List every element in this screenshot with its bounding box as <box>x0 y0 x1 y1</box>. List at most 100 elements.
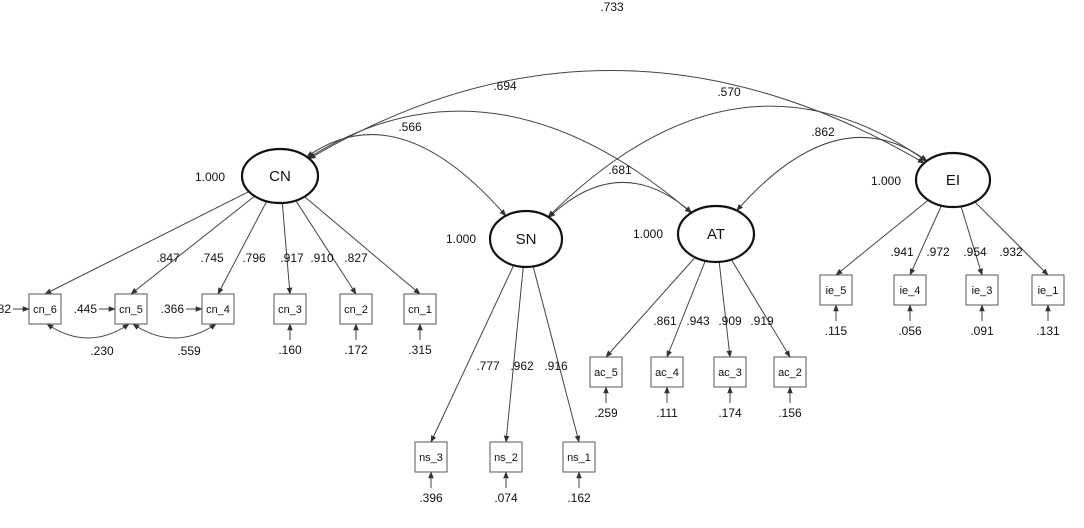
latent-label-at: AT <box>707 226 725 243</box>
loading-label-ns-3: .777 <box>476 359 500 373</box>
indicator-box-ac-2 <box>773 356 807 388</box>
indicator-label-ie-1: ie_1 <box>1038 285 1059 297</box>
loading-label-ac-2: .919 <box>750 314 774 328</box>
latent-variance-ei: 1.000 <box>871 174 901 188</box>
indicator-box-cn-4 <box>201 293 235 325</box>
error-covariance-label-cn-6-cn-5: .230 <box>90 344 114 358</box>
latent-variance-cn: 1.000 <box>195 170 225 184</box>
indicator-box-ns-3 <box>414 441 448 473</box>
loading-arrow-ie-5 <box>835 199 929 276</box>
error-variance-cn-5: .445 <box>74 302 98 316</box>
loading-label-ns-1: .916 <box>544 359 568 373</box>
covariance-arc-cn-sn <box>306 134 507 217</box>
loading-arrow-cn-6 <box>44 191 250 295</box>
indicator-label-ns-1: ns_1 <box>567 452 591 464</box>
indicator-label-ac-5: ac_5 <box>594 367 618 379</box>
loading-label-ie-5: .941 <box>890 245 914 259</box>
loading-arrow-cn-4 <box>217 201 268 295</box>
covariance-label-at-ei: .862 <box>811 125 835 139</box>
loading-label-ac-3: .909 <box>718 314 742 328</box>
error-covariance-arc-cn-5-cn-4 <box>132 323 217 339</box>
loading-label-ns-2: .962 <box>510 359 534 373</box>
indicator-label-cn-1: cn_1 <box>408 304 432 316</box>
indicator-box-ns-1 <box>562 441 596 473</box>
loading-label-cn-2: .910 <box>310 251 334 265</box>
indicator-box-cn-6 <box>28 293 62 325</box>
indicator-label-cn-6: cn_6 <box>33 304 57 316</box>
loading-arrow-cn-3 <box>281 202 293 295</box>
loading-arrow-ac-2 <box>730 259 791 358</box>
error-variance-ie-4: .056 <box>898 324 922 338</box>
latent-label-ei: EI <box>946 172 960 189</box>
indicator-label-ac-4: ac_4 <box>655 367 679 379</box>
indicator-box-ac-4 <box>650 356 684 388</box>
error-variance-ns-1: .162 <box>567 491 591 505</box>
indicator-label-cn-5: cn_5 <box>119 304 143 316</box>
error-variance-ac-2: .156 <box>778 406 802 420</box>
error-variance-ie-3: .091 <box>970 324 994 338</box>
indicator-box-ns-2 <box>489 441 523 473</box>
indicator-label-cn-4: cn_4 <box>206 304 230 316</box>
loading-arrow-cn-2 <box>295 200 357 295</box>
loading-arrow-ns-1 <box>532 266 581 443</box>
loading-arrow-cn-1 <box>304 196 421 295</box>
loading-label-ie-4: .972 <box>926 245 950 259</box>
indicator-label-cn-2: cn_2 <box>344 304 368 316</box>
latent-variance-at: 1.000 <box>633 227 663 241</box>
error-variance-ns-2: .074 <box>494 491 518 505</box>
loading-label-ac-5: .861 <box>653 314 677 328</box>
indicator-box-ie-5 <box>819 274 853 306</box>
indicator-box-ie-4 <box>893 274 927 306</box>
loading-arrow-ie-3 <box>960 206 983 276</box>
covariance-arc-cn-at <box>307 110 692 214</box>
error-variance-ie-1: .131 <box>1036 324 1060 338</box>
loading-label-cn-3: .917 <box>280 251 304 265</box>
latent-label-sn: SN <box>516 231 537 248</box>
covariance-label-cn-sn: .566 <box>398 120 422 134</box>
error-variance-ac-3: .174 <box>718 406 742 420</box>
covariance-arc-sn-ei <box>547 105 927 218</box>
covariance-label-cn-at: .694 <box>493 79 517 93</box>
loading-arrow-ns-2 <box>503 266 524 443</box>
error-variance-cn-6: .282 <box>0 302 11 316</box>
indicator-box-ac-5 <box>589 356 623 388</box>
covariance-arc-at-ei <box>736 136 928 212</box>
indicator-label-ns-2: ns_2 <box>494 452 518 464</box>
indicator-label-ie-3: ie_3 <box>972 285 993 297</box>
covariance-arc-sn-at <box>548 181 693 218</box>
error-variance-cn-3: .160 <box>278 343 302 357</box>
error-variance-ie-5: .115 <box>825 324 848 338</box>
loading-label-ac-4: .943 <box>686 314 710 328</box>
covariance-arc-cn-ei <box>308 70 925 164</box>
covariance-label-sn-at: .681 <box>608 163 632 177</box>
latent-label-cn: CN <box>269 168 291 185</box>
loading-arrow-cn-5 <box>130 195 255 295</box>
loading-label-cn-1: .827 <box>344 251 368 265</box>
loading-label-cn-5: .745 <box>200 251 224 265</box>
latent-cn <box>240 147 320 205</box>
loading-arrow-ac-3 <box>718 261 733 358</box>
covariance-label-cn-ei: .733 <box>600 0 624 14</box>
loading-label-ie-1: .932 <box>999 245 1023 259</box>
error-variance-ac-4: .111 <box>656 406 678 420</box>
loading-label-ie-3: .954 <box>963 245 987 259</box>
error-variance-cn-1: .315 <box>408 343 432 357</box>
indicator-box-cn-1 <box>403 293 437 325</box>
indicator-label-cn-3: cn_3 <box>278 304 302 316</box>
indicator-label-ac-2: ac_2 <box>778 367 802 379</box>
loading-arrow-ie-1 <box>974 201 1049 276</box>
latent-sn <box>488 209 564 269</box>
error-covariance-arc-cn-6-cn-5 <box>46 323 130 339</box>
latent-at <box>676 204 756 264</box>
loading-arrow-ac-4 <box>666 260 706 358</box>
error-covariance-label-cn-5-cn-4: .559 <box>177 344 201 358</box>
indicator-label-ac-3: ac_3 <box>718 367 742 379</box>
error-variance-cn-4: .366 <box>161 302 185 316</box>
loading-label-cn-6: .847 <box>156 251 180 265</box>
indicator-box-ie-1 <box>1031 274 1065 306</box>
indicator-box-cn-3 <box>273 293 307 325</box>
loading-arrow-ns-3 <box>430 265 515 443</box>
indicator-box-cn-5 <box>114 293 148 325</box>
